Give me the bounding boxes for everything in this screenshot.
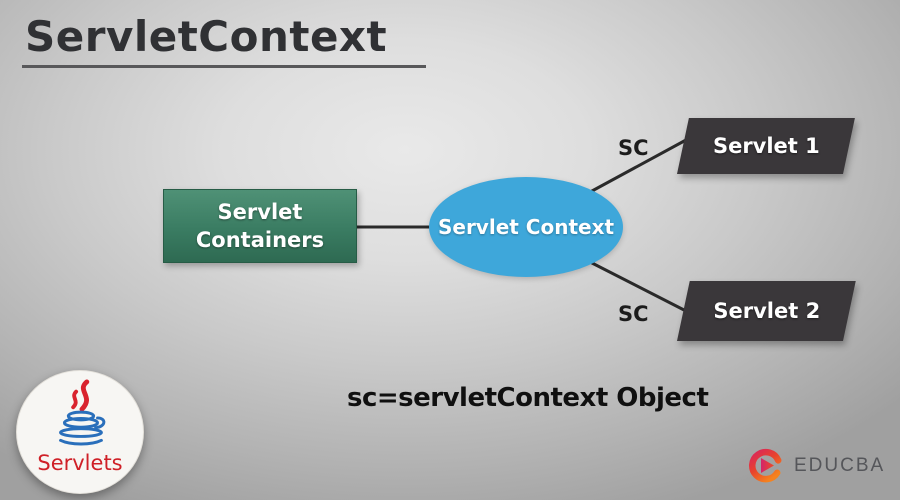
servlet-containers-box: Servlet Containers [163,189,357,263]
servlet1-label: Servlet 1 [712,134,820,158]
educba-logo: EDUCBA [746,445,885,487]
servlet2-label: Servlet 2 [712,299,820,323]
title-underline [22,65,426,68]
servlet2-box: Servlet 2 [677,281,856,341]
servlet1-box: Servlet 1 [677,118,855,174]
page-title: ServletContext [25,12,388,61]
sc-label-top: SC [618,136,649,160]
servlet-context-label: Servlet Context [437,215,615,239]
java-badge-label: Servlets [37,451,123,475]
connector-context-to-servlet1 [590,138,688,193]
caption-sc-definition: sc=servletContext Object [347,383,709,413]
servlet-context-ellipse: Servlet Context [429,177,623,277]
java-servlets-badge: Servlets [16,370,144,494]
java-coffee-cup-icon [59,379,106,446]
servlet-containers-label-line1: Servlet [217,199,303,224]
educba-play-swirl-icon [749,448,782,483]
connector-context-to-servlet2 [590,261,688,313]
sc-label-bottom: SC [618,302,649,326]
educba-wordmark: EDUCBA [794,455,886,476]
servlet-containers-label-line2: Containers [195,228,325,252]
